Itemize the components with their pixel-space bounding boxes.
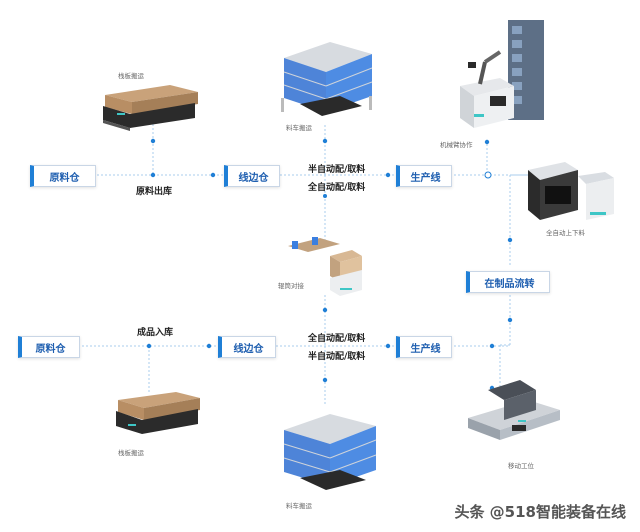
- flow-semi-auto-bottom: 半自动配/取料: [308, 352, 366, 362]
- pallet-agv-top-illustration: [103, 85, 198, 131]
- flow-raw-out: 原料出库: [136, 187, 173, 197]
- caption-cart-bottom: 料车搬运: [286, 502, 312, 510]
- caption-arm: 机械臂协作: [440, 141, 473, 149]
- flow-full-auto-top: 全自动配/取料: [308, 183, 366, 193]
- caption-pallet-bottom: 栈板搬运: [118, 449, 144, 457]
- caption-full-auto-load: 全自动上下料: [546, 229, 585, 237]
- flow-full-auto-bottom: 全自动配/取料: [308, 334, 366, 344]
- node-line-side-warehouse-bottom: 线边仓: [218, 336, 276, 358]
- node-raw-warehouse-top: 原料仓: [30, 165, 96, 187]
- robot-arm-illustration: [460, 20, 544, 128]
- mobile-workstation-illustration: [468, 380, 560, 440]
- watermark-text: 头条 @518智能装备在线: [454, 503, 626, 521]
- material-cart-top-illustration: [281, 42, 373, 116]
- watermark: 头条 @518智能装备在线: [454, 501, 626, 522]
- flow-finished-in: 成品入库: [137, 328, 174, 338]
- node-line-side-warehouse-top: 线边仓: [224, 165, 280, 187]
- shelf-docking-illustration: [288, 237, 362, 296]
- material-cart-bottom-illustration: [283, 414, 377, 490]
- node-wip-flow: 在制品流转: [466, 271, 550, 293]
- cnc-machine-illustration: [528, 162, 614, 220]
- caption-pallet-top: 栈板搬运: [118, 72, 144, 80]
- caption-shelf-dock: 辊筒对接: [278, 282, 304, 290]
- caption-mobile-station: 移动工位: [508, 462, 534, 470]
- flow-semi-auto-top: 半自动配/取料: [308, 165, 366, 175]
- pallet-agv-bottom-illustration: [116, 392, 200, 434]
- caption-cart-top: 料车搬运: [286, 124, 312, 132]
- node-production-line-bottom: 生产线: [396, 336, 452, 358]
- node-production-line-top: 生产线: [396, 165, 452, 187]
- node-raw-warehouse-bottom: 原料仓: [18, 336, 80, 358]
